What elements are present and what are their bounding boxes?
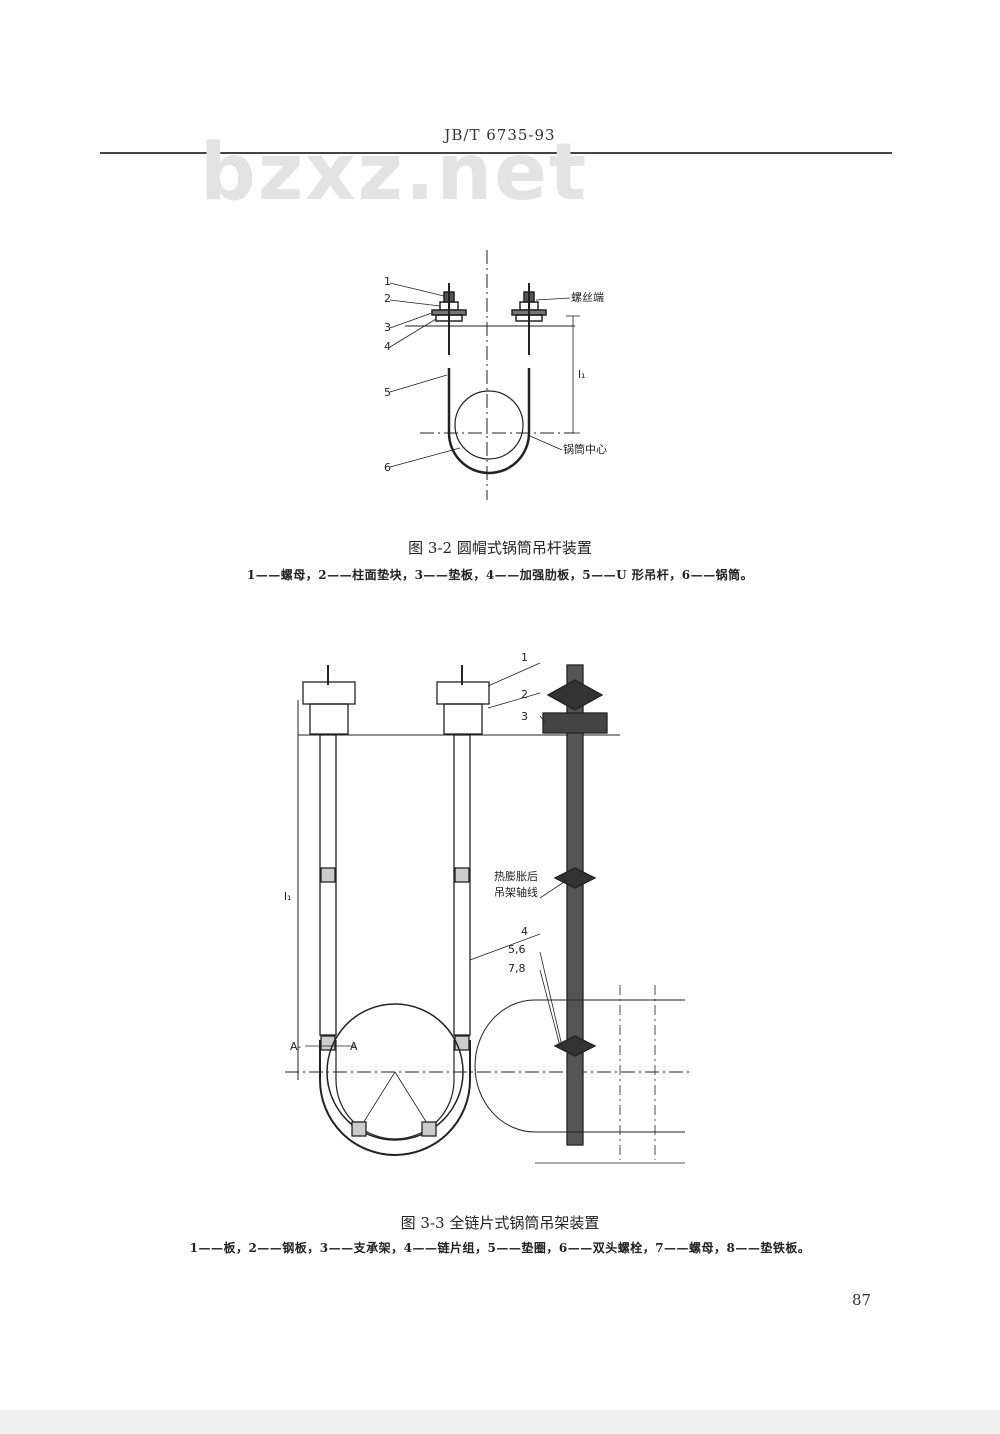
figure-3-2-caption: 图 3-2 圆帽式锅筒吊杆装置 bbox=[408, 539, 592, 557]
figure-3-3-drawing: 1 2 3 4 5,6 7,8 热膨胀后 吊架轴线 l₁ A- A bbox=[284, 651, 690, 1164]
mid-support-frame bbox=[443, 703, 483, 735]
u-hanger bbox=[447, 368, 531, 475]
figure-3-2-legend: 1——螺母，2——柱面垫块，3——垫板，4——加强肋板，5——U 形吊杆，6——… bbox=[246, 568, 754, 582]
fig2-label-1: 1 bbox=[521, 651, 528, 664]
fig1-label-6: 6 bbox=[384, 461, 391, 474]
figure-3-2-drawing: 1 2 3 4 5 6 螺丝端 l₁ 锅筒中心 bbox=[384, 250, 607, 500]
fig1-label-2: 2 bbox=[384, 292, 391, 305]
fig1-label-thread-end: 螺丝端 bbox=[571, 291, 604, 304]
fig2-label-2: 2 bbox=[521, 688, 528, 701]
left-top-plate bbox=[302, 681, 356, 705]
fig1-label-4: 4 bbox=[384, 340, 391, 353]
double-end-bolt bbox=[566, 664, 584, 1146]
fig2-note-line1: 热膨胀后 bbox=[494, 869, 538, 883]
left-chain-link-group bbox=[319, 734, 337, 1036]
figure-3-3-caption: 图 3-3 全链片式锅筒吊架装置 bbox=[400, 1214, 600, 1232]
standard-code: JB/T 6735-93 bbox=[444, 126, 556, 144]
mid-chain-link-group bbox=[453, 734, 471, 1036]
fig2-label-section-a: A bbox=[350, 1040, 358, 1053]
fig1-label-drum-center: 锅筒中心 bbox=[563, 442, 607, 456]
support-block bbox=[542, 712, 608, 734]
page-number: 87 bbox=[852, 1291, 872, 1309]
fig2-label-dim: l₁ bbox=[284, 890, 291, 903]
bottom-bar bbox=[0, 1410, 1000, 1434]
top-nut bbox=[546, 679, 604, 711]
fig1-label-1: 1 bbox=[384, 275, 391, 288]
header-rule bbox=[100, 152, 892, 154]
fig1-label-3: 3 bbox=[384, 321, 391, 334]
fig2-label-section: A- bbox=[290, 1040, 301, 1053]
fig2-note-line2: 吊架轴线 bbox=[494, 885, 538, 899]
fig1-label-5: 5 bbox=[384, 386, 391, 399]
fig2-label-4: 4 bbox=[521, 925, 528, 938]
fig2-label-3: 3 bbox=[521, 710, 528, 723]
fig2-label-56: 5,6 bbox=[508, 943, 526, 956]
figure-3-3-legend: 1——板，2——钢板，3——支承架，4——链片组，5——垫圈，6——双头螺栓，7… bbox=[189, 1241, 811, 1255]
fig2-label-78: 7,8 bbox=[508, 962, 526, 975]
left-support-frame bbox=[309, 703, 349, 735]
drum bbox=[454, 390, 524, 460]
mid-top-plate bbox=[436, 681, 490, 705]
fig1-label-dim: l₁ bbox=[578, 368, 585, 381]
watermark: bzxz.net bbox=[200, 128, 589, 218]
